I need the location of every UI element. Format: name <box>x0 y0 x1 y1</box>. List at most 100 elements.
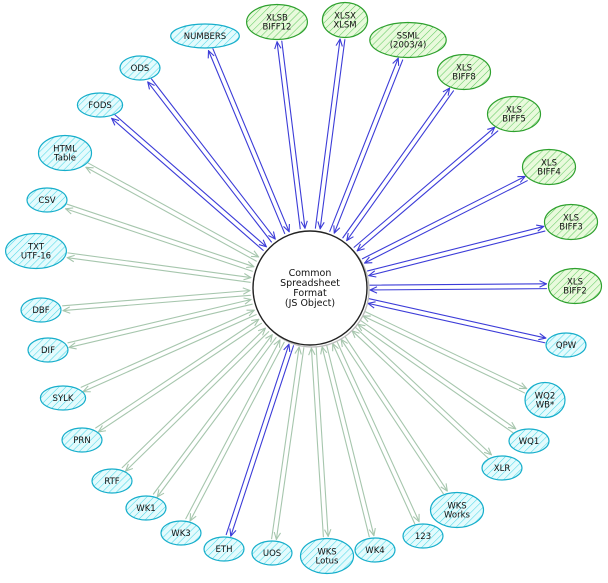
node-numbers[interactable]: NUMBERS <box>170 23 240 49</box>
node-ellipse[interactable] <box>26 187 68 213</box>
node-ellipse[interactable] <box>481 455 523 481</box>
node-ellipse[interactable] <box>369 21 447 59</box>
edge-xlsx <box>314 38 346 230</box>
node-ellipse[interactable] <box>545 332 587 358</box>
node-ellipse[interactable] <box>354 537 396 563</box>
node-ellipse[interactable] <box>37 134 93 172</box>
node-wk1[interactable]: WK1 <box>125 495 167 521</box>
node-dbf[interactable]: DBF <box>20 297 62 323</box>
node-ellipse[interactable] <box>429 491 485 529</box>
node-label: NUMBERS <box>184 32 226 42</box>
node-label: SYLK <box>53 394 74 404</box>
edge-prn <box>95 318 262 433</box>
edges <box>62 38 548 540</box>
edge-xlsb <box>274 40 308 230</box>
node-qpw[interactable]: QPW <box>545 332 587 358</box>
node-label: SSML(2003/4) <box>390 31 427 50</box>
node-label: WK1 <box>136 504 155 514</box>
node-xlr[interactable]: XLR <box>481 455 523 481</box>
edge-rtf <box>121 327 270 472</box>
node-wk3[interactable]: WK3 <box>160 520 202 546</box>
node-ods[interactable]: ODS <box>119 55 161 81</box>
node-ssml[interactable]: SSML(2003/4) <box>369 21 447 59</box>
node-fods[interactable]: FODS <box>76 92 124 118</box>
node-uos[interactable]: UOS <box>251 540 293 566</box>
node-eth[interactable]: ETH <box>203 536 245 562</box>
node-label: DBF <box>32 306 49 316</box>
node-wk4[interactable]: WK4 <box>354 537 396 563</box>
node-label: WK3 <box>171 529 190 539</box>
node-ellipse[interactable] <box>508 428 550 454</box>
node-ellipse[interactable] <box>91 468 133 494</box>
node-label: PRN <box>73 436 90 446</box>
node-ellipse[interactable] <box>39 385 87 411</box>
node-ellipse[interactable] <box>119 55 161 81</box>
node-ellipse[interactable] <box>543 203 599 241</box>
node-ellipse[interactable] <box>125 495 167 521</box>
node-ellipse[interactable] <box>76 92 124 118</box>
edge-eth <box>225 343 295 537</box>
edge-xls-biff5 <box>353 126 499 252</box>
node-ellipse[interactable] <box>246 3 309 41</box>
node-ellipse[interactable] <box>160 520 202 546</box>
node-ellipse[interactable] <box>321 1 369 39</box>
edge-numbers <box>207 48 290 235</box>
node-wq1[interactable]: WQ1 <box>508 428 550 454</box>
edge-wk3 <box>185 339 285 522</box>
node-sylk[interactable]: SYLK <box>39 385 87 411</box>
node-ellipse[interactable] <box>402 523 444 549</box>
edge-wq1 <box>357 319 517 434</box>
node-dif[interactable]: DIF <box>27 337 69 363</box>
node-ellipse[interactable] <box>299 537 355 575</box>
node-ellipse[interactable] <box>251 540 293 566</box>
edge-xls-biff8 <box>342 87 455 242</box>
node-ellipse[interactable] <box>524 381 566 419</box>
edge-ssml <box>329 57 404 234</box>
edge-xls-biff2 <box>369 280 548 294</box>
node-label: UOS <box>263 549 281 559</box>
edge-qpw <box>367 298 547 344</box>
node-ellipse[interactable] <box>486 95 542 133</box>
edge-fods <box>111 114 267 251</box>
edge-sylk <box>80 309 257 393</box>
node-ellipse[interactable] <box>436 53 492 91</box>
node-ellipse[interactable] <box>61 427 103 453</box>
node-prn[interactable]: PRN <box>61 427 103 453</box>
edge-wk1 <box>152 334 277 498</box>
node-123[interactable]: 123 <box>402 523 444 549</box>
node-ellipse[interactable] <box>521 148 577 186</box>
edge-txt <box>66 252 252 283</box>
node-csv[interactable]: CSV <box>26 187 68 213</box>
node-ellipse[interactable] <box>5 232 67 270</box>
node-ellipse[interactable] <box>203 536 245 562</box>
node-ellipse[interactable] <box>20 297 62 323</box>
edge-wq2 <box>362 311 528 394</box>
node-rtf[interactable]: RTF <box>91 468 133 494</box>
node-label: FODS <box>88 101 112 111</box>
edge-dbf <box>62 287 251 314</box>
node-label: ODS <box>131 64 150 74</box>
center-circle <box>252 230 368 346</box>
node-ellipse[interactable] <box>170 23 240 49</box>
node-ellipse[interactable] <box>27 337 69 363</box>
node-ellipse[interactable] <box>547 267 603 305</box>
